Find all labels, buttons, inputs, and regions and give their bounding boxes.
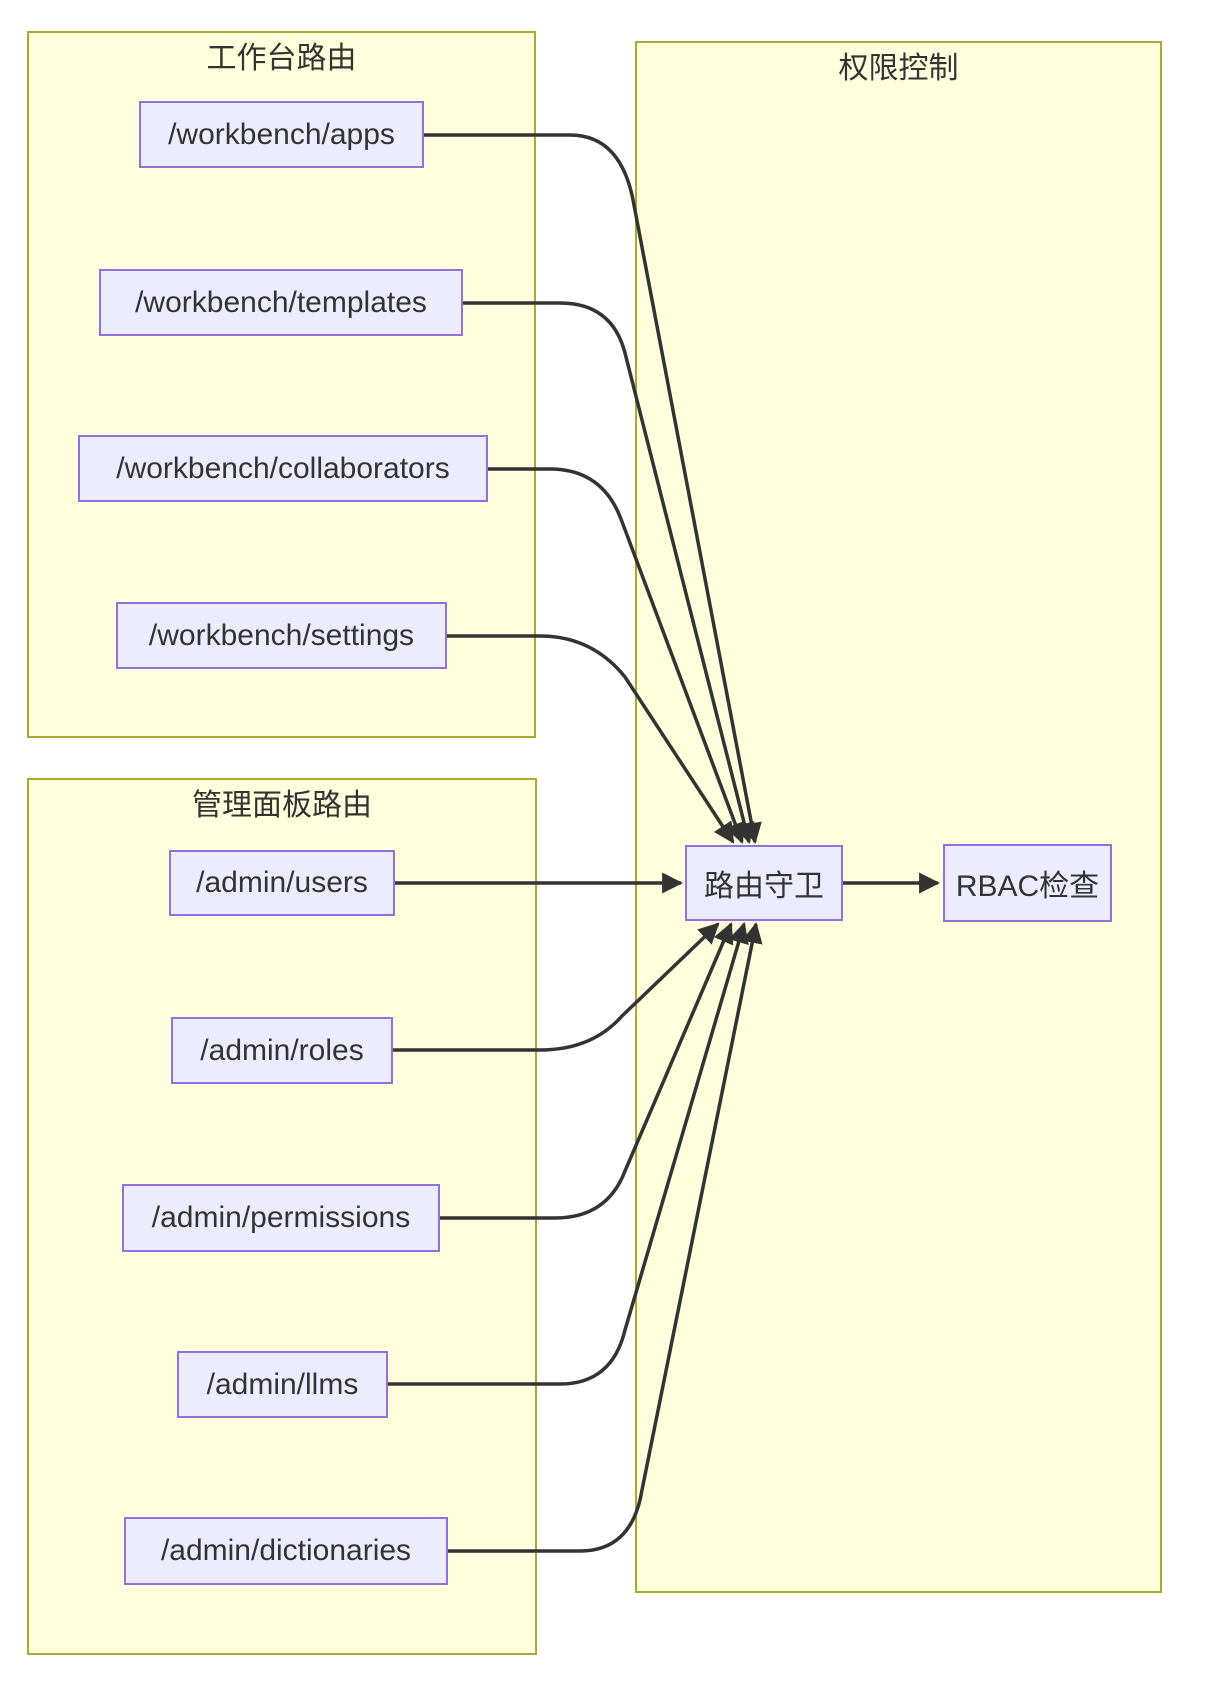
node-label: /workbench/collaborators [116, 451, 450, 485]
node-admin-roles: /admin/roles [171, 1017, 393, 1084]
node-route-guard: 路由守卫 [685, 845, 843, 921]
node-workbench-collaborators: /workbench/collaborators [78, 435, 488, 502]
cluster-permission: 权限控制 [635, 41, 1162, 1593]
node-label: /admin/llms [206, 1367, 359, 1401]
cluster-admin-title: 管理面板路由 [192, 789, 372, 822]
node-label: RBAC检查 [955, 870, 1100, 903]
node-workbench-apps: /workbench/apps [139, 101, 424, 168]
node-label: /workbench/apps [168, 117, 395, 151]
node-admin-llms: /admin/llms [177, 1351, 388, 1418]
node-rbac-check: RBAC检查 [943, 844, 1112, 922]
node-label: /admin/permissions [151, 1201, 411, 1234]
node-workbench-templates: /workbench/templates [99, 269, 463, 336]
node-admin-dictionaries: /admin/dictionaries [124, 1517, 448, 1585]
node-label: /admin/roles [200, 1033, 364, 1067]
node-workbench-settings: /workbench/settings [116, 602, 447, 669]
node-label: /admin/users [196, 866, 368, 899]
node-admin-permissions: /admin/permissions [122, 1184, 440, 1252]
cluster-permission-title: 权限控制 [838, 52, 959, 85]
node-label: /workbench/settings [148, 618, 415, 652]
node-label: /workbench/templates [135, 285, 427, 319]
node-label: /admin/dictionaries [160, 1534, 412, 1567]
cluster-workbench-title: 工作台路由 [206, 42, 357, 75]
node-admin-users: /admin/users [169, 850, 395, 916]
node-label: 路由守卫 [704, 870, 824, 903]
